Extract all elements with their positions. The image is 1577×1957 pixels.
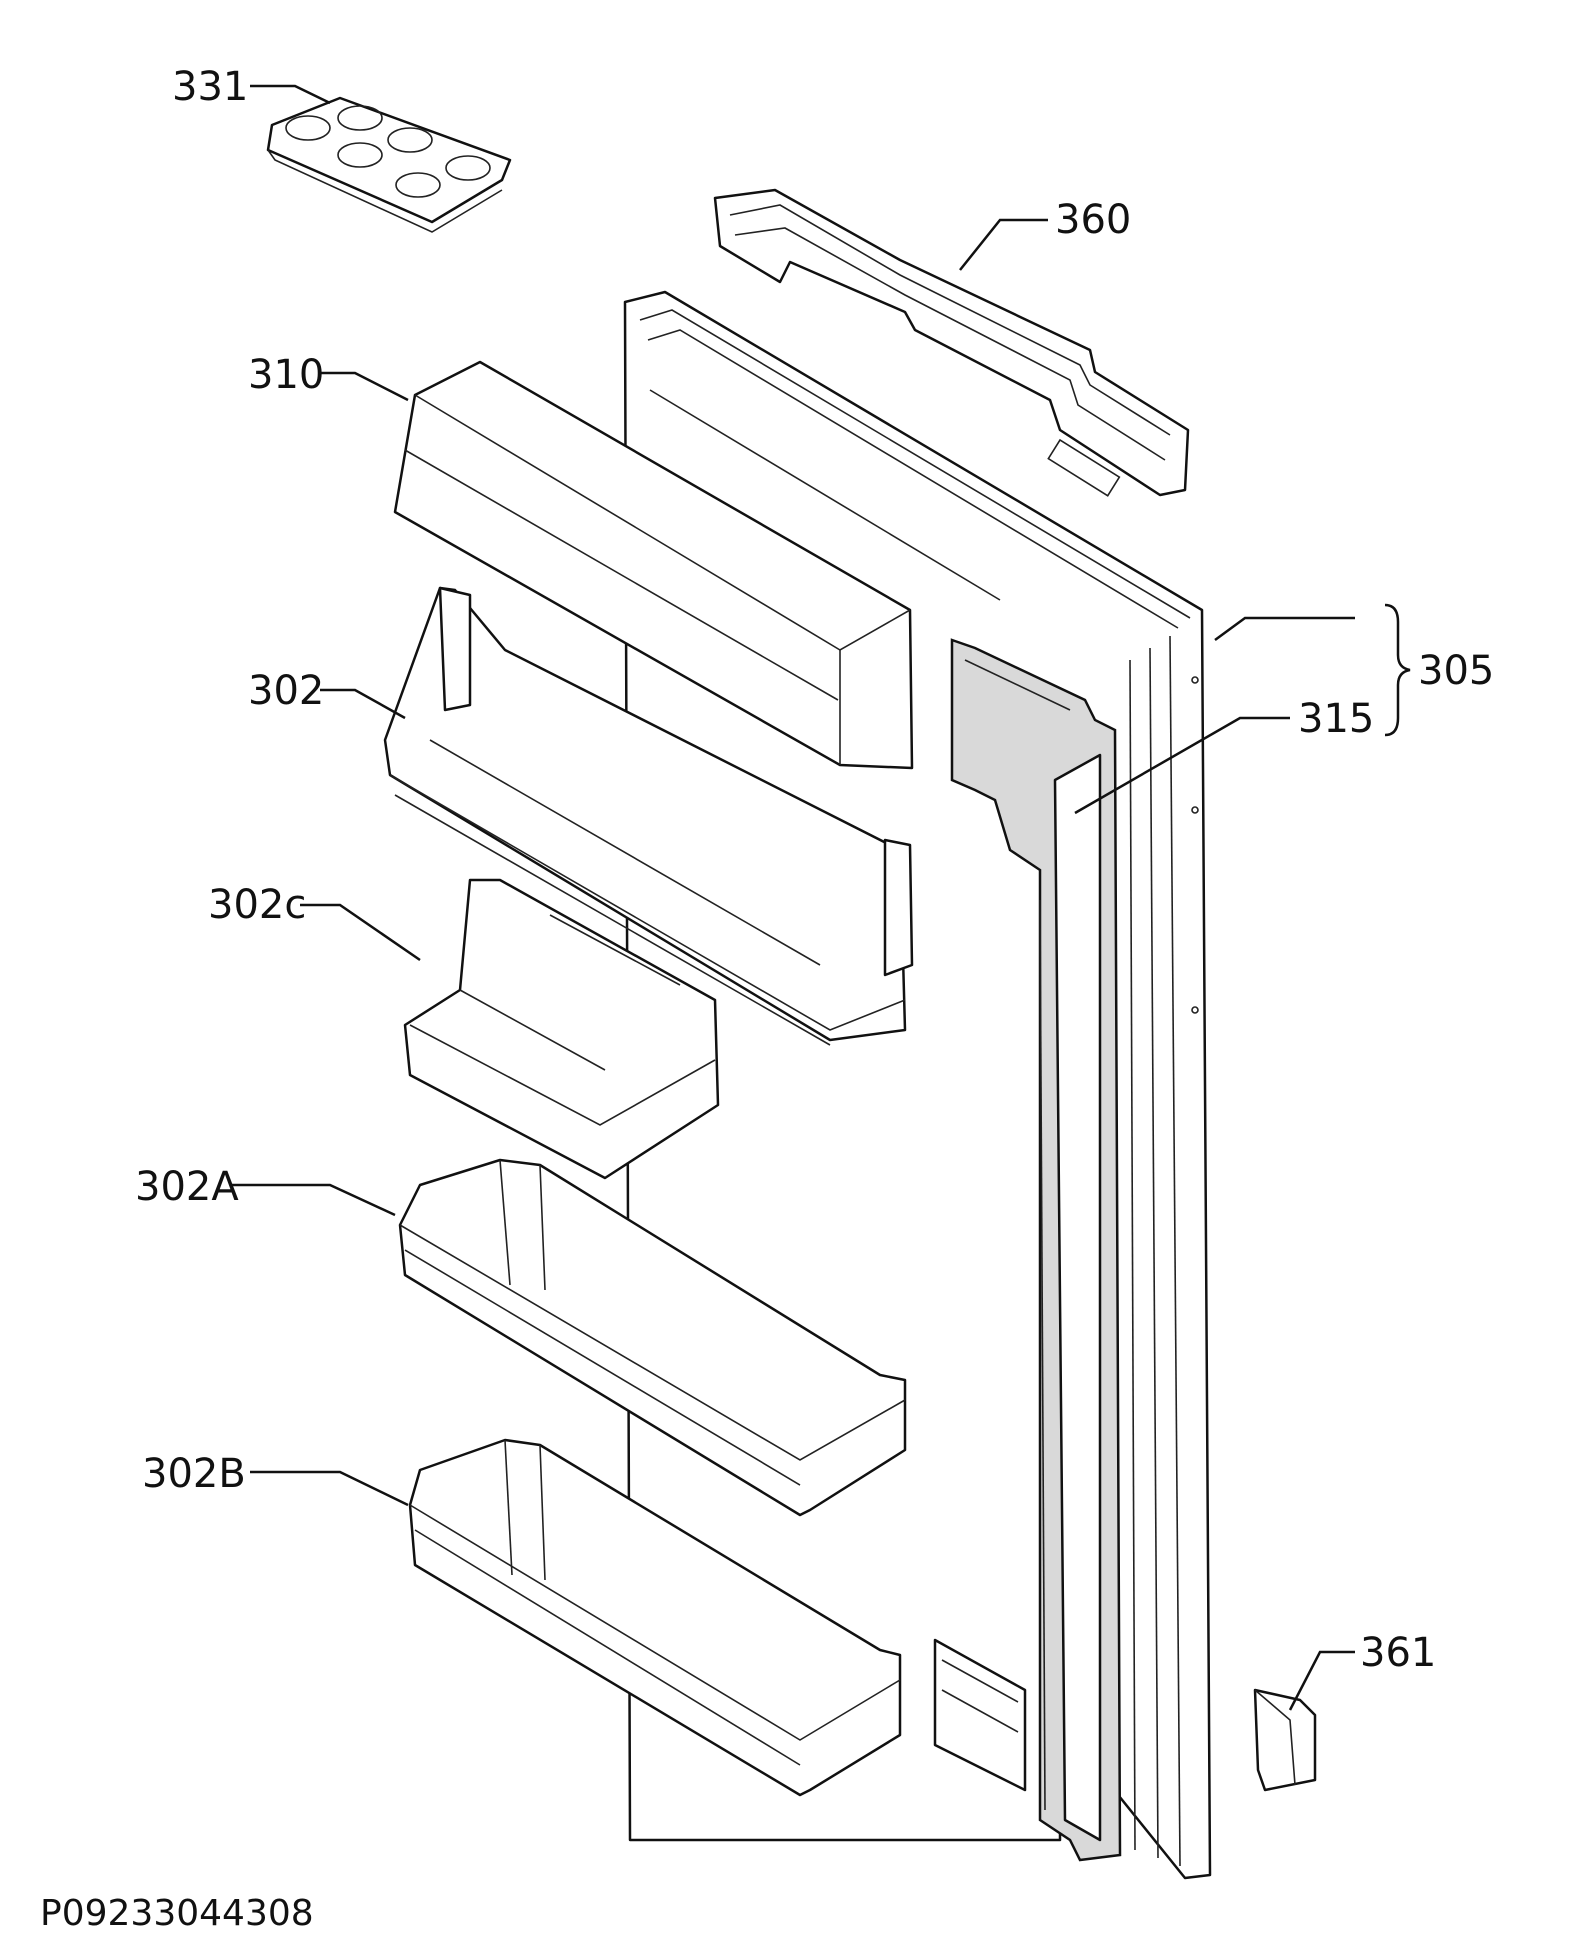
- label-315: 315: [1298, 696, 1374, 742]
- leader-305: [1214, 616, 1355, 642]
- leader-331: [250, 84, 331, 105]
- leader-302c: [300, 903, 421, 962]
- label-305: 305: [1418, 648, 1494, 694]
- door-bin-302A: [398, 1158, 907, 1517]
- door-shelf-302: [383, 586, 914, 1046]
- gasket-315: [933, 638, 1122, 1862]
- leader-302: [320, 688, 406, 720]
- door-bin-302B: [408, 1438, 902, 1797]
- leader-315: [1074, 716, 1290, 815]
- leader-302A: [230, 1183, 396, 1217]
- label-302: 302: [248, 668, 324, 714]
- drawing-code: P09233044308: [40, 1893, 314, 1934]
- egg-tray-331: [266, 96, 512, 233]
- leader-310: [320, 371, 409, 402]
- label-302A: 302A: [135, 1164, 239, 1210]
- leader-302B: [250, 1470, 409, 1507]
- brace-305: [1384, 603, 1411, 737]
- small-box-302c: [403, 878, 720, 1180]
- label-302B: 302B: [142, 1451, 246, 1497]
- leader-360: [959, 218, 1048, 271]
- label-310: 310: [248, 352, 324, 398]
- leader-361: [1288, 1650, 1355, 1711]
- clip-361: [1253, 1688, 1317, 1792]
- label-331: 331: [172, 64, 248, 110]
- dairy-compartment-310: [393, 360, 914, 770]
- label-360: 360: [1055, 197, 1131, 243]
- label-302c: 302c: [208, 882, 306, 928]
- label-361: 361: [1360, 1630, 1436, 1676]
- hinge-bracket-360: [713, 188, 1190, 497]
